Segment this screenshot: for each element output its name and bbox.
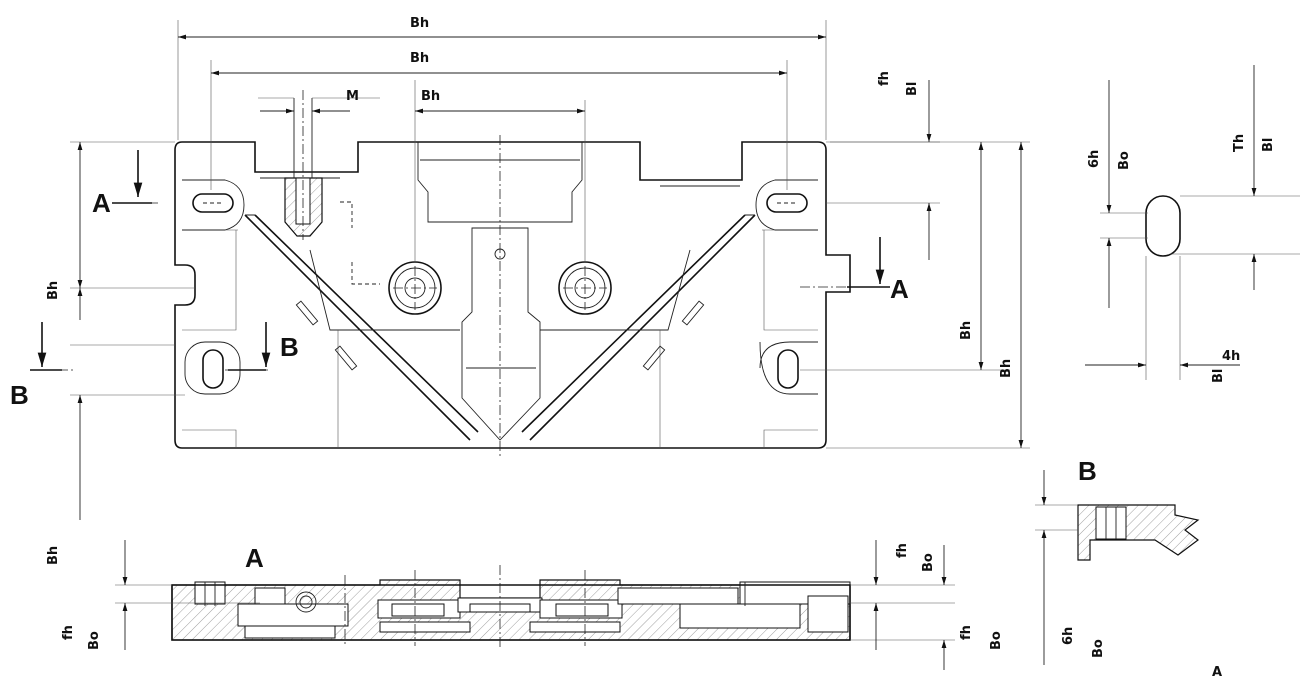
dim-right-height-inner: Bh (959, 321, 974, 340)
dimension-labels: Bh Bh M Bh fh Bl Bh Bh Bh Bh 6h Bo Th Bl… (46, 16, 1276, 679)
dim-right-top-sub: Bl (905, 82, 920, 96)
slot-boss (182, 179, 818, 395)
dim-section-a-bottom-right-sub: Bo (989, 631, 1004, 650)
dim-slot-spacing: Bh (410, 51, 429, 66)
center-blade (461, 227, 541, 441)
dim-section-a-top-left-sub: Bo (87, 631, 102, 650)
dim-slot-detail-width-sub: Bl (1211, 369, 1226, 383)
section-b-view (1035, 470, 1200, 665)
section-b-label-left: B (10, 380, 29, 410)
section-a-view (115, 540, 955, 670)
section-a-view-title: A (245, 543, 264, 573)
dim-section-a-top-left: fh (61, 625, 76, 640)
dim-tap-offset: M (346, 89, 359, 104)
dim-right-top: fh (877, 71, 892, 86)
plate-outline (174, 141, 851, 449)
corner-mark: A (1212, 665, 1222, 679)
dim-left-lower: Bh (46, 546, 61, 565)
dim-section-a-bottom-right: fh (959, 625, 974, 640)
slot-detail (1085, 65, 1300, 380)
dim-bore-spacing: Bh (421, 89, 440, 104)
dim-left-height: Bh (46, 281, 61, 300)
dim-slot-detail-left: 6h (1087, 150, 1102, 168)
plan-view (58, 90, 880, 456)
section-a-label-right: A (890, 274, 909, 304)
dim-slot-detail-width: 4h (1222, 349, 1240, 364)
dim-slot-detail-right: Th (1232, 134, 1247, 152)
dim-overall-width: Bh (410, 16, 429, 31)
dim-section-b: 6h (1061, 627, 1076, 645)
section-b-label-right: B (280, 332, 299, 362)
section-labels: A A B B A B (10, 188, 1097, 573)
dim-slot-detail-right-sub: Bl (1261, 138, 1276, 152)
dim-section-b-sub: Bo (1091, 639, 1106, 658)
section-b-view-title: B (1078, 456, 1097, 486)
dim-section-a-top-right-sub: Bo (921, 553, 936, 572)
dim-section-a-top-right: fh (895, 543, 910, 558)
dimension-lines (30, 20, 1030, 520)
section-a-label-left: A (92, 188, 111, 218)
dim-slot-detail-left-sub: Bo (1117, 151, 1132, 170)
dim-right-height-outer: Bh (999, 359, 1014, 378)
v-channel-outline (244, 214, 756, 441)
